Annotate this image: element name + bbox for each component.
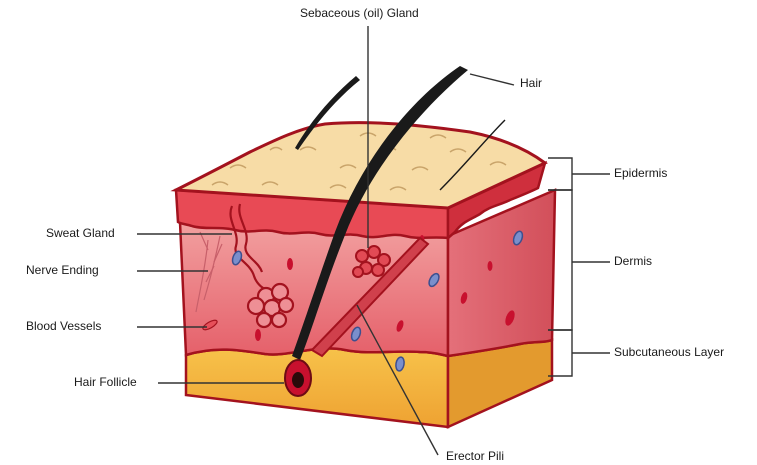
label-nerve-ending: Nerve Ending: [26, 263, 99, 277]
label-erector-pili: Erector Pili: [446, 449, 504, 463]
dermis-front: [180, 222, 448, 356]
label-hair: Hair: [520, 76, 542, 90]
label-sweat-gland: Sweat Gland: [46, 226, 115, 240]
label-dermis: Dermis: [614, 254, 652, 268]
label-subcutaneous-layer: Subcutaneous Layer: [614, 345, 724, 359]
label-sebaceous-gland: Sebaceous (oil) Gland: [300, 6, 419, 20]
label-blood-vessels: Blood Vessels: [26, 319, 101, 333]
label-hair-follicle: Hair Follicle: [74, 375, 137, 389]
label-epidermis: Epidermis: [614, 166, 667, 180]
layer-brackets: [548, 158, 610, 376]
subcutaneous-front: [186, 348, 448, 427]
